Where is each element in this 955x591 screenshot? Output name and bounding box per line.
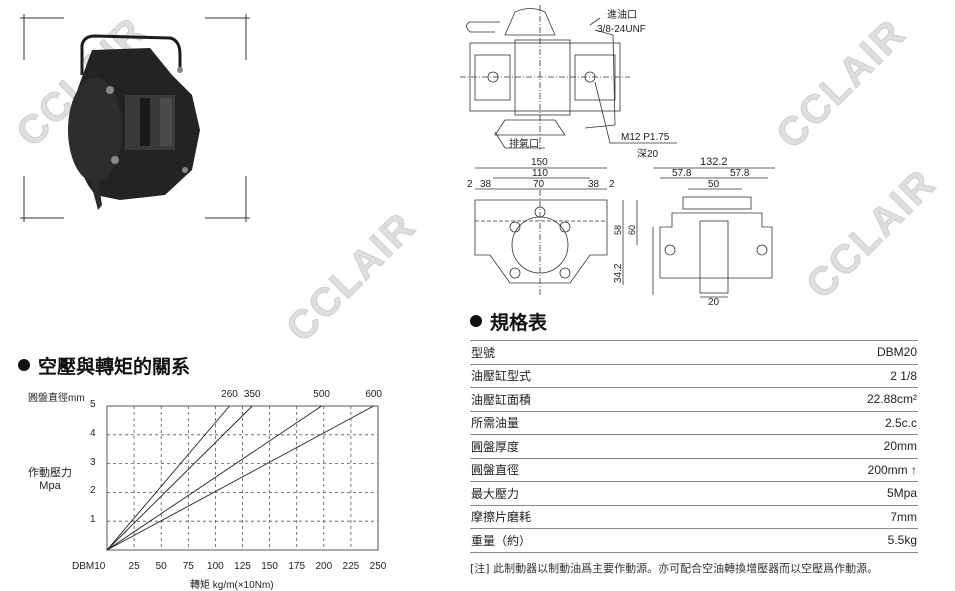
y-tick-label: 4 — [90, 427, 96, 439]
side-view-drawing: 132.2 57.8 57.8 50 31 r 20 — [650, 156, 775, 305]
dim-60: 60 — [627, 225, 637, 235]
spec-label: 重量（約） — [470, 528, 714, 553]
spec-label: 圓盤厚度 — [470, 434, 714, 458]
oil-inlet-label: 進油口 — [607, 8, 637, 21]
spec-label: 所需油量 — [470, 410, 714, 435]
y-tick-label: 3 — [90, 456, 96, 468]
dim-57-8-right: 57.8 — [730, 168, 750, 179]
torque-section-title: 空壓與轉矩的關系 — [18, 352, 190, 379]
dim-38-left: 38 — [480, 179, 492, 190]
dim-58: 58 — [613, 225, 623, 235]
spec-label: 油壓缸面積 — [470, 387, 714, 411]
x-tick-label: 150 — [261, 561, 278, 572]
x-tick-label: 50 — [155, 561, 167, 572]
spec-value: 7mm — [713, 504, 918, 529]
oil-inlet-thread: 3/8-24UNF — [597, 24, 646, 35]
top-view-drawing: 進油口 3/8-24UNF 排氣口 M12 P1.75 深20 — [460, 5, 677, 160]
spec-value: 5Mpa — [713, 481, 918, 505]
spec-title-text: 規格表 — [490, 312, 548, 334]
series-line-500 — [106, 405, 322, 551]
spec-value: 2.5c.c — [713, 410, 918, 435]
dim-31: 31 — [650, 233, 653, 245]
watermark: CCLAIR — [797, 160, 945, 308]
spec-label: 型號 — [470, 340, 714, 364]
spec-label: 最大壓力 — [470, 481, 714, 505]
x-tick-label: 25 — [128, 561, 140, 572]
mount-depth: 深20 — [637, 148, 659, 160]
series-label: 350 — [243, 389, 261, 400]
x-tick-label: 100 — [207, 561, 224, 572]
spec-value: 5.5kg — [713, 528, 918, 553]
series-label: 600 — [365, 389, 382, 400]
torque-chart — [106, 405, 379, 551]
x-tick-label: 125 — [234, 561, 251, 572]
series-label: 500 — [313, 389, 330, 400]
y-tick-label: 2 — [90, 485, 96, 497]
front-view-drawing: 150 110 2 38 70 38 2 58 60 34.2 — [467, 157, 638, 295]
watermark: CCLAIR — [767, 10, 915, 158]
spec-label: 油壓缸型式 — [470, 363, 714, 388]
bullet-icon — [18, 359, 30, 371]
bullet-icon — [470, 315, 482, 327]
spec-label: 摩擦片磨耗 — [470, 504, 714, 529]
series-label: 260 — [221, 389, 238, 400]
torque-title-text: 空壓與轉矩的關系 — [38, 356, 191, 378]
series-line-600 — [106, 405, 374, 551]
dim-110: 110 — [532, 168, 548, 179]
y-axis-label-line1: 作動壓力 — [28, 467, 72, 479]
y-axis-label-line2: Mpa — [39, 480, 61, 492]
spec-value: 22.88cm² — [713, 387, 918, 411]
dim-50: 50 — [708, 179, 720, 190]
dim-70: 70 — [533, 179, 545, 190]
spec-section-title: 規格表 — [470, 308, 547, 335]
x-tick-label: 175 — [288, 561, 306, 572]
dim-2-right: 2 — [609, 179, 615, 190]
exhaust-label: 排氣口 — [509, 137, 539, 150]
x-tick-label: 225 — [342, 561, 360, 572]
x-axis-label: 轉矩 kg/m(×10Nm) — [190, 580, 274, 591]
product-photo — [20, 14, 250, 222]
x-tick-label: DBM10 — [72, 561, 106, 572]
series-line-350 — [106, 405, 253, 551]
x-tick-label: 200 — [315, 561, 333, 572]
note: [注] 此制動器以制動油爲主要作動源。亦可配合空油轉換增壓器而以空壓爲作動源。 — [470, 562, 879, 575]
spec-value: 20mm — [713, 434, 918, 458]
dim-38-right: 38 — [588, 179, 600, 190]
spec-row: 重量（約）5.5kg — [470, 528, 918, 553]
y-tick-label: 5 — [90, 399, 96, 410]
dim-57-8-left: 57.8 — [672, 168, 692, 179]
spec-value: 200mm ↑ — [713, 457, 918, 482]
series-line-260 — [106, 405, 230, 551]
spec-label: 圓盤直徑 — [470, 457, 714, 482]
mount-thread: M12 P1.75 — [621, 132, 670, 143]
spec-value: 2 1/8 — [713, 363, 918, 388]
dim-20: 20 — [708, 297, 720, 305]
dim-150: 150 — [531, 157, 548, 168]
dim-34-2: 34.2 — [613, 263, 624, 283]
x-tick-label: 250 — [369, 561, 387, 572]
dim-2-left: 2 — [467, 179, 473, 190]
dim-132-2: 132.2 — [700, 156, 728, 168]
x-tick-label: 75 — [182, 561, 194, 572]
series-label-title: 圓盤直徑mm — [28, 393, 85, 404]
y-tick-label: 1 — [90, 514, 96, 526]
spec-value: DBM20 — [713, 340, 918, 364]
